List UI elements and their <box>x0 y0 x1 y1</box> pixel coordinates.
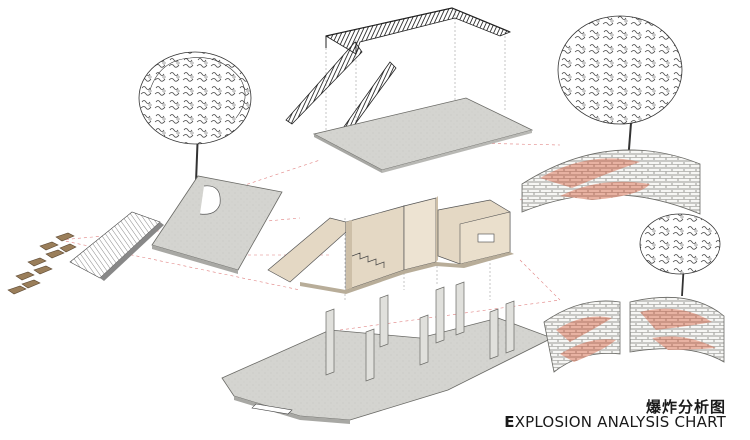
diagram-title-cn: 爆炸分析图 <box>645 398 726 416</box>
ground-slab <box>221 317 554 424</box>
ramp-slab <box>151 175 283 274</box>
tree-right-top <box>557 15 683 163</box>
timber-benches <box>7 232 77 295</box>
stepped-stair <box>69 211 164 281</box>
brick-wall-lower <box>543 296 725 373</box>
tree-left <box>138 51 252 183</box>
concrete-columns <box>325 281 515 382</box>
tree-right-bottom <box>639 213 721 297</box>
brick-wall-upper <box>521 149 701 215</box>
diagram-title-en-lead: E <box>504 413 515 431</box>
diagram-title-en: EXPLOSION ANALYSIS CHART <box>504 413 726 431</box>
wall-assembly <box>267 196 514 294</box>
diagram-title-en-rest: XPLOSION ANALYSIS CHART <box>514 413 726 431</box>
roof-slab <box>312 97 534 173</box>
